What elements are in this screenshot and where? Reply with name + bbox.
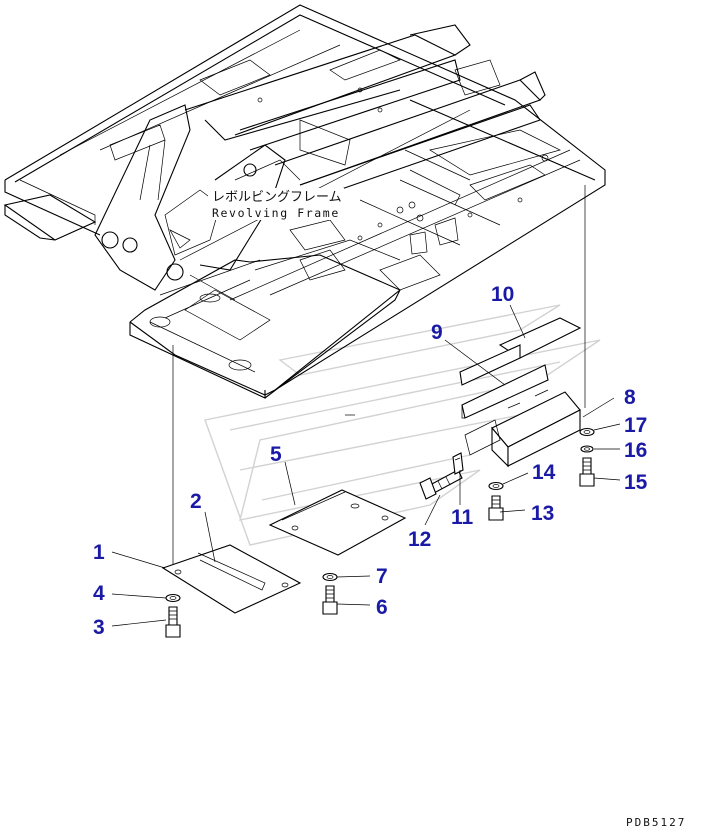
cover-assembly-right — [459, 317, 582, 468]
revolving-frame — [3, 4, 606, 399]
drawing-code: PDB5127 — [626, 816, 686, 829]
frame-label: レボルビングフレーム Revolving Frame — [208, 188, 344, 220]
part-9-bar — [461, 364, 549, 419]
bolt-12 — [419, 469, 463, 500]
callout-8: 8 — [624, 386, 636, 409]
leader-lines — [111, 304, 621, 627]
callout-16: 16 — [624, 439, 647, 462]
bolt-3 — [165, 606, 181, 638]
callout-14: 14 — [532, 461, 556, 484]
callout-9: 9 — [431, 321, 443, 344]
part-5-cover — [268, 489, 407, 556]
frame-label-en: Revolving Frame — [212, 206, 340, 220]
washer-16 — [580, 445, 594, 453]
callout-2: 2 — [190, 490, 202, 513]
washer-17 — [579, 427, 595, 437]
callout-15: 15 — [624, 471, 648, 494]
callout-11: 11 — [451, 506, 474, 529]
bolt-13 — [488, 495, 504, 521]
callout-4: 4 — [93, 582, 105, 605]
fasteners — [165, 427, 595, 638]
callout-7: 7 — [376, 565, 388, 588]
part-2-cover — [161, 544, 302, 614]
callout-labels: 1 2 3 4 5 6 7 8 9 10 11 12 13 14 15 16 1… — [93, 283, 648, 639]
callout-10: 10 — [491, 283, 514, 306]
callout-17: 17 — [624, 414, 647, 437]
bolt-6 — [322, 585, 338, 615]
washer-7 — [322, 572, 338, 582]
bolt-15 — [579, 457, 595, 487]
clip-11 — [452, 452, 464, 475]
guide-lines — [172, 185, 586, 568]
callout-1: 1 — [93, 541, 105, 564]
callout-6: 6 — [376, 596, 388, 619]
washer-4 — [165, 593, 181, 603]
washer-14 — [488, 481, 504, 491]
frame-label-jp: レボルビングフレーム — [212, 190, 342, 205]
callout-12: 12 — [408, 528, 431, 551]
callout-3: 3 — [93, 616, 105, 639]
callout-5: 5 — [270, 443, 282, 466]
callout-13: 13 — [531, 502, 554, 525]
